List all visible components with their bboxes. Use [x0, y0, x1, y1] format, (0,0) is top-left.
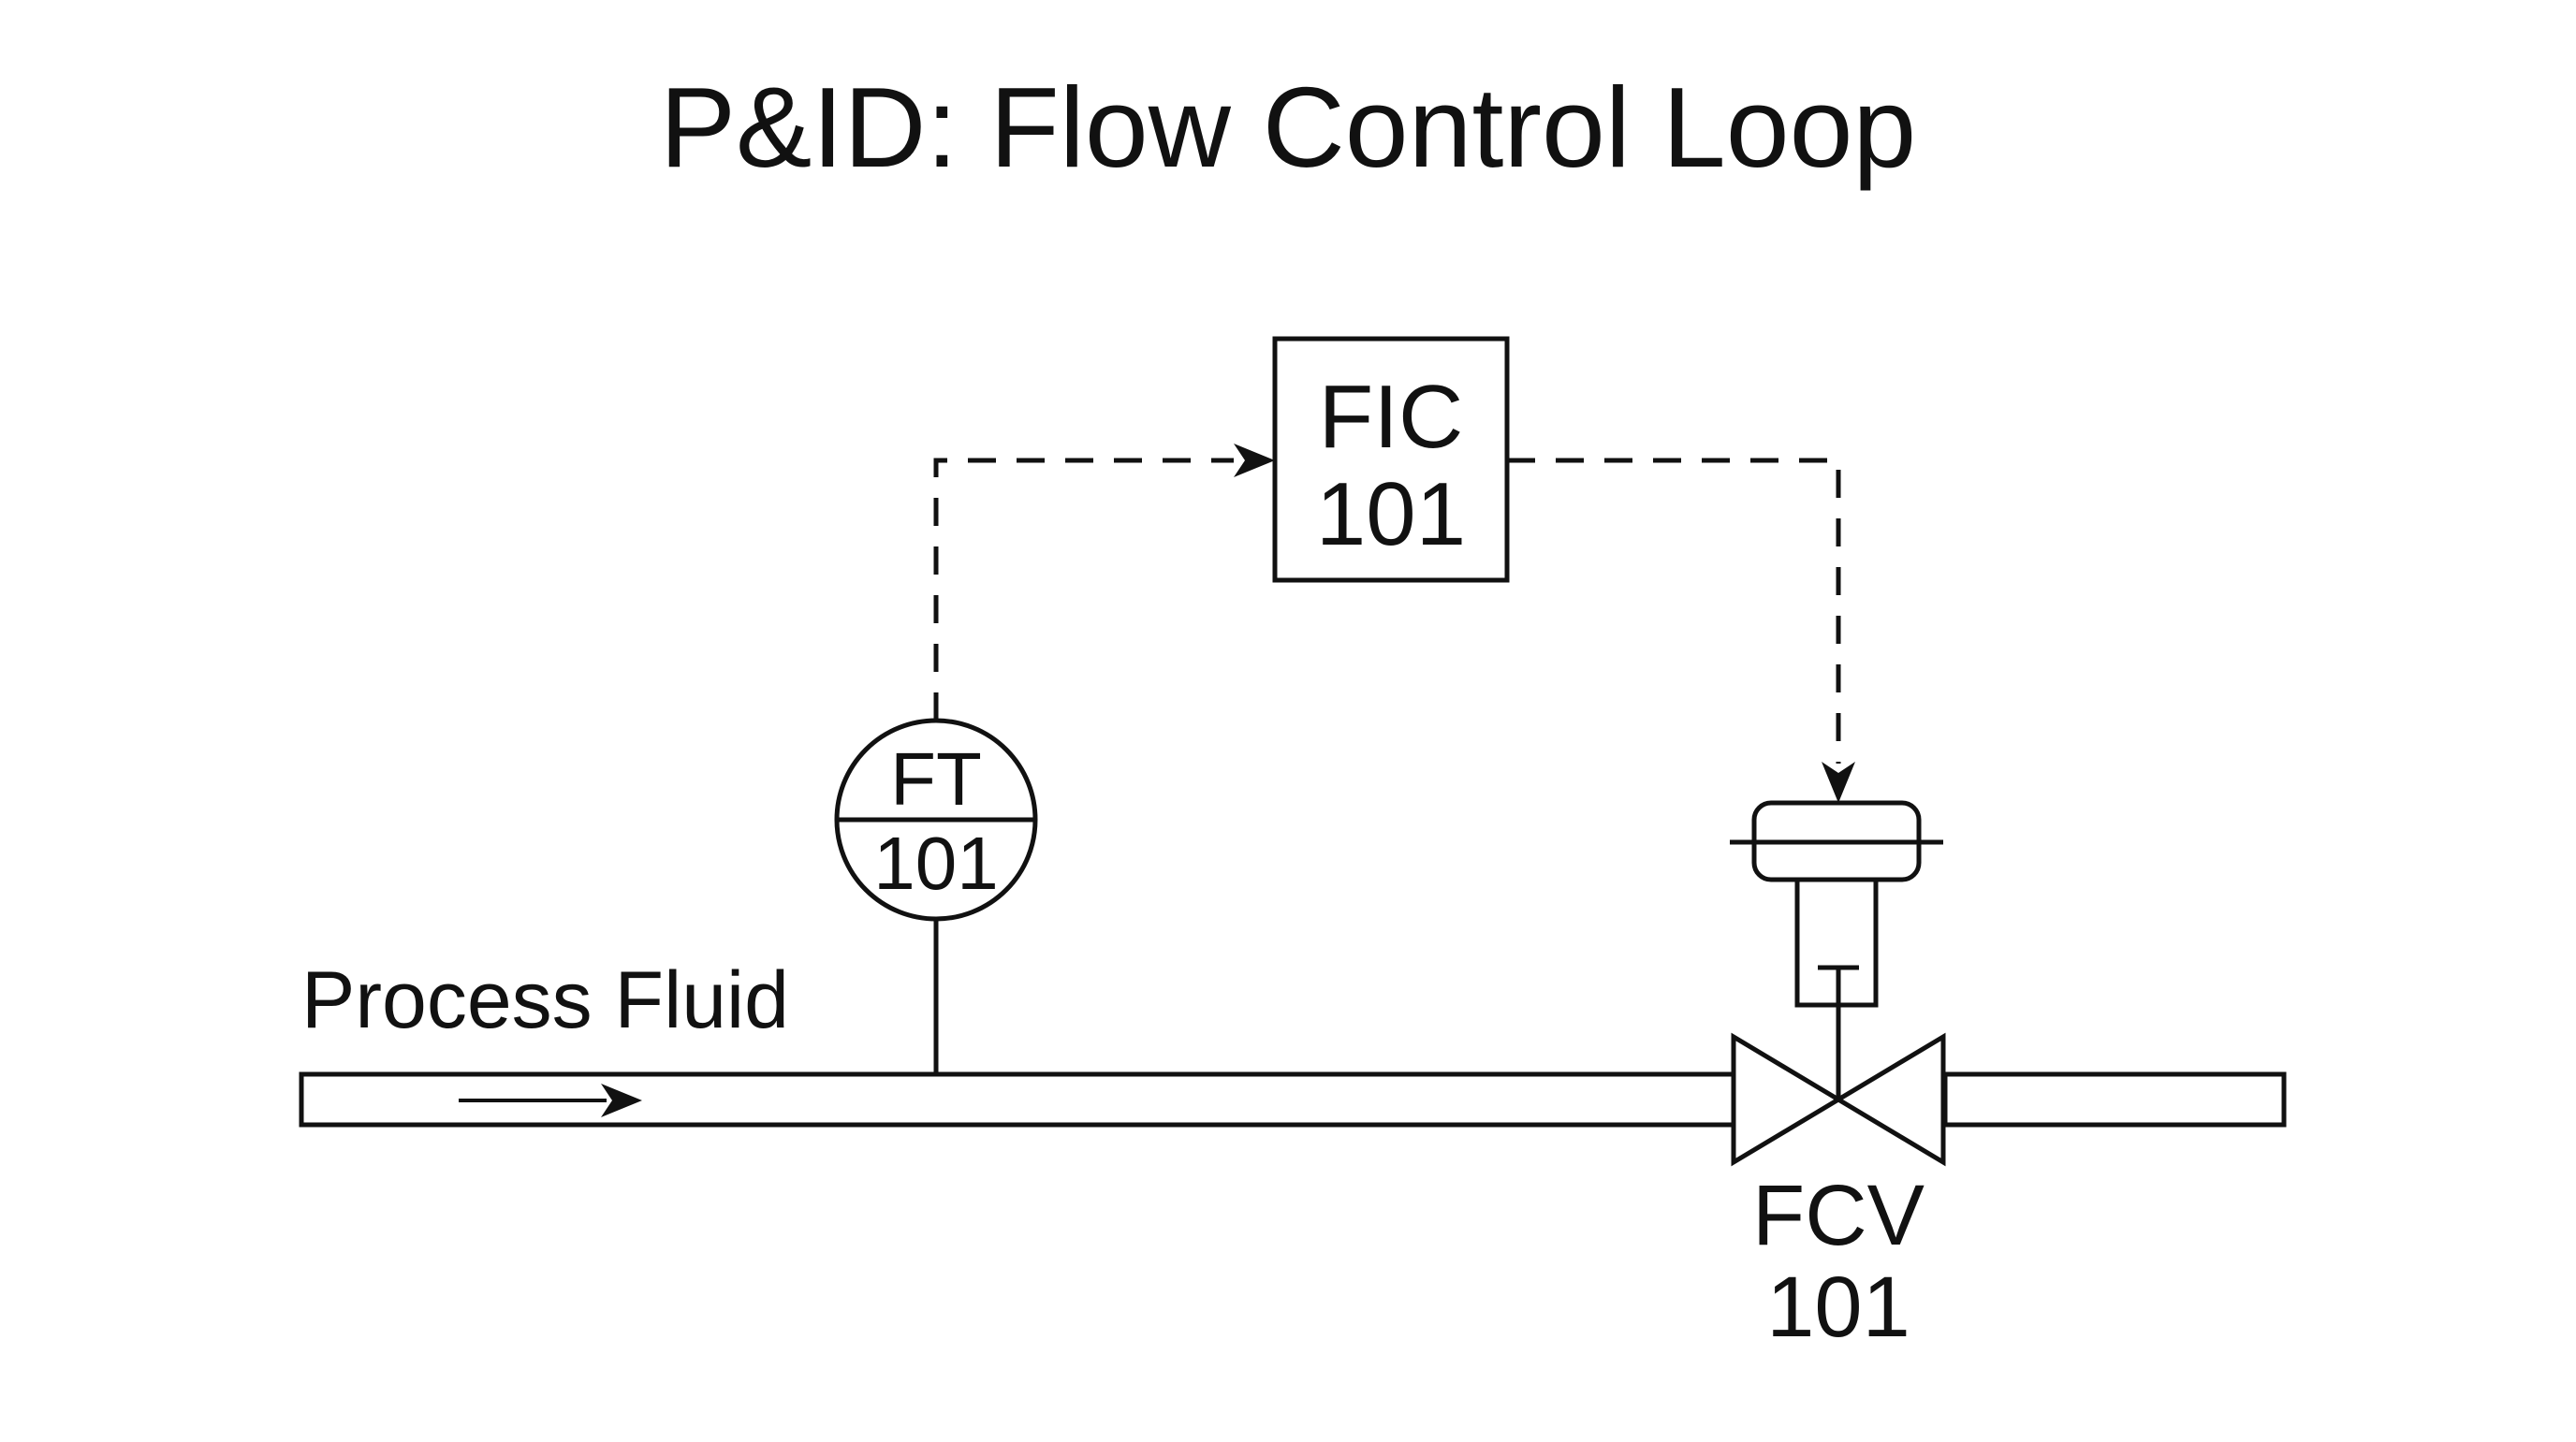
process-pipe: [299, 1071, 2287, 1128]
pipe-segment-downstream: [1942, 1071, 2287, 1128]
flow-controller: FIC 101: [1272, 336, 1510, 583]
signal-arrowhead-to-actuator: [1822, 762, 1855, 803]
valve-body-left-triangle: [1731, 1032, 1843, 1167]
signal-arrowhead-to-controller: [1234, 444, 1275, 477]
control-valve: FCV 101: [1730, 800, 1946, 1355]
signal-line-controller-to-valve: [1507, 458, 1855, 803]
process-fluid-label: Process Fluid: [301, 955, 789, 1045]
transmitter-tag-number: 101: [873, 822, 998, 905]
signal-line-transmitter-to-controller: [933, 444, 1275, 721]
valve-tag-number: 101: [1766, 1260, 1910, 1355]
controller-tag-letters: FIC: [1319, 367, 1464, 467]
flow-transmitter: FT 101: [834, 718, 1038, 1074]
controller-tag-number: 101: [1316, 464, 1466, 564]
valve-body-right-triangle: [1834, 1032, 1946, 1167]
transmitter-tag-letters: FT: [890, 737, 982, 821]
diagram-title: P&ID: Flow Control Loop: [660, 64, 1917, 191]
controller-box: [1272, 336, 1510, 583]
flow-direction-arrow-icon: [459, 1084, 642, 1117]
valve-tag-letters: FCV: [1752, 1168, 1925, 1263]
